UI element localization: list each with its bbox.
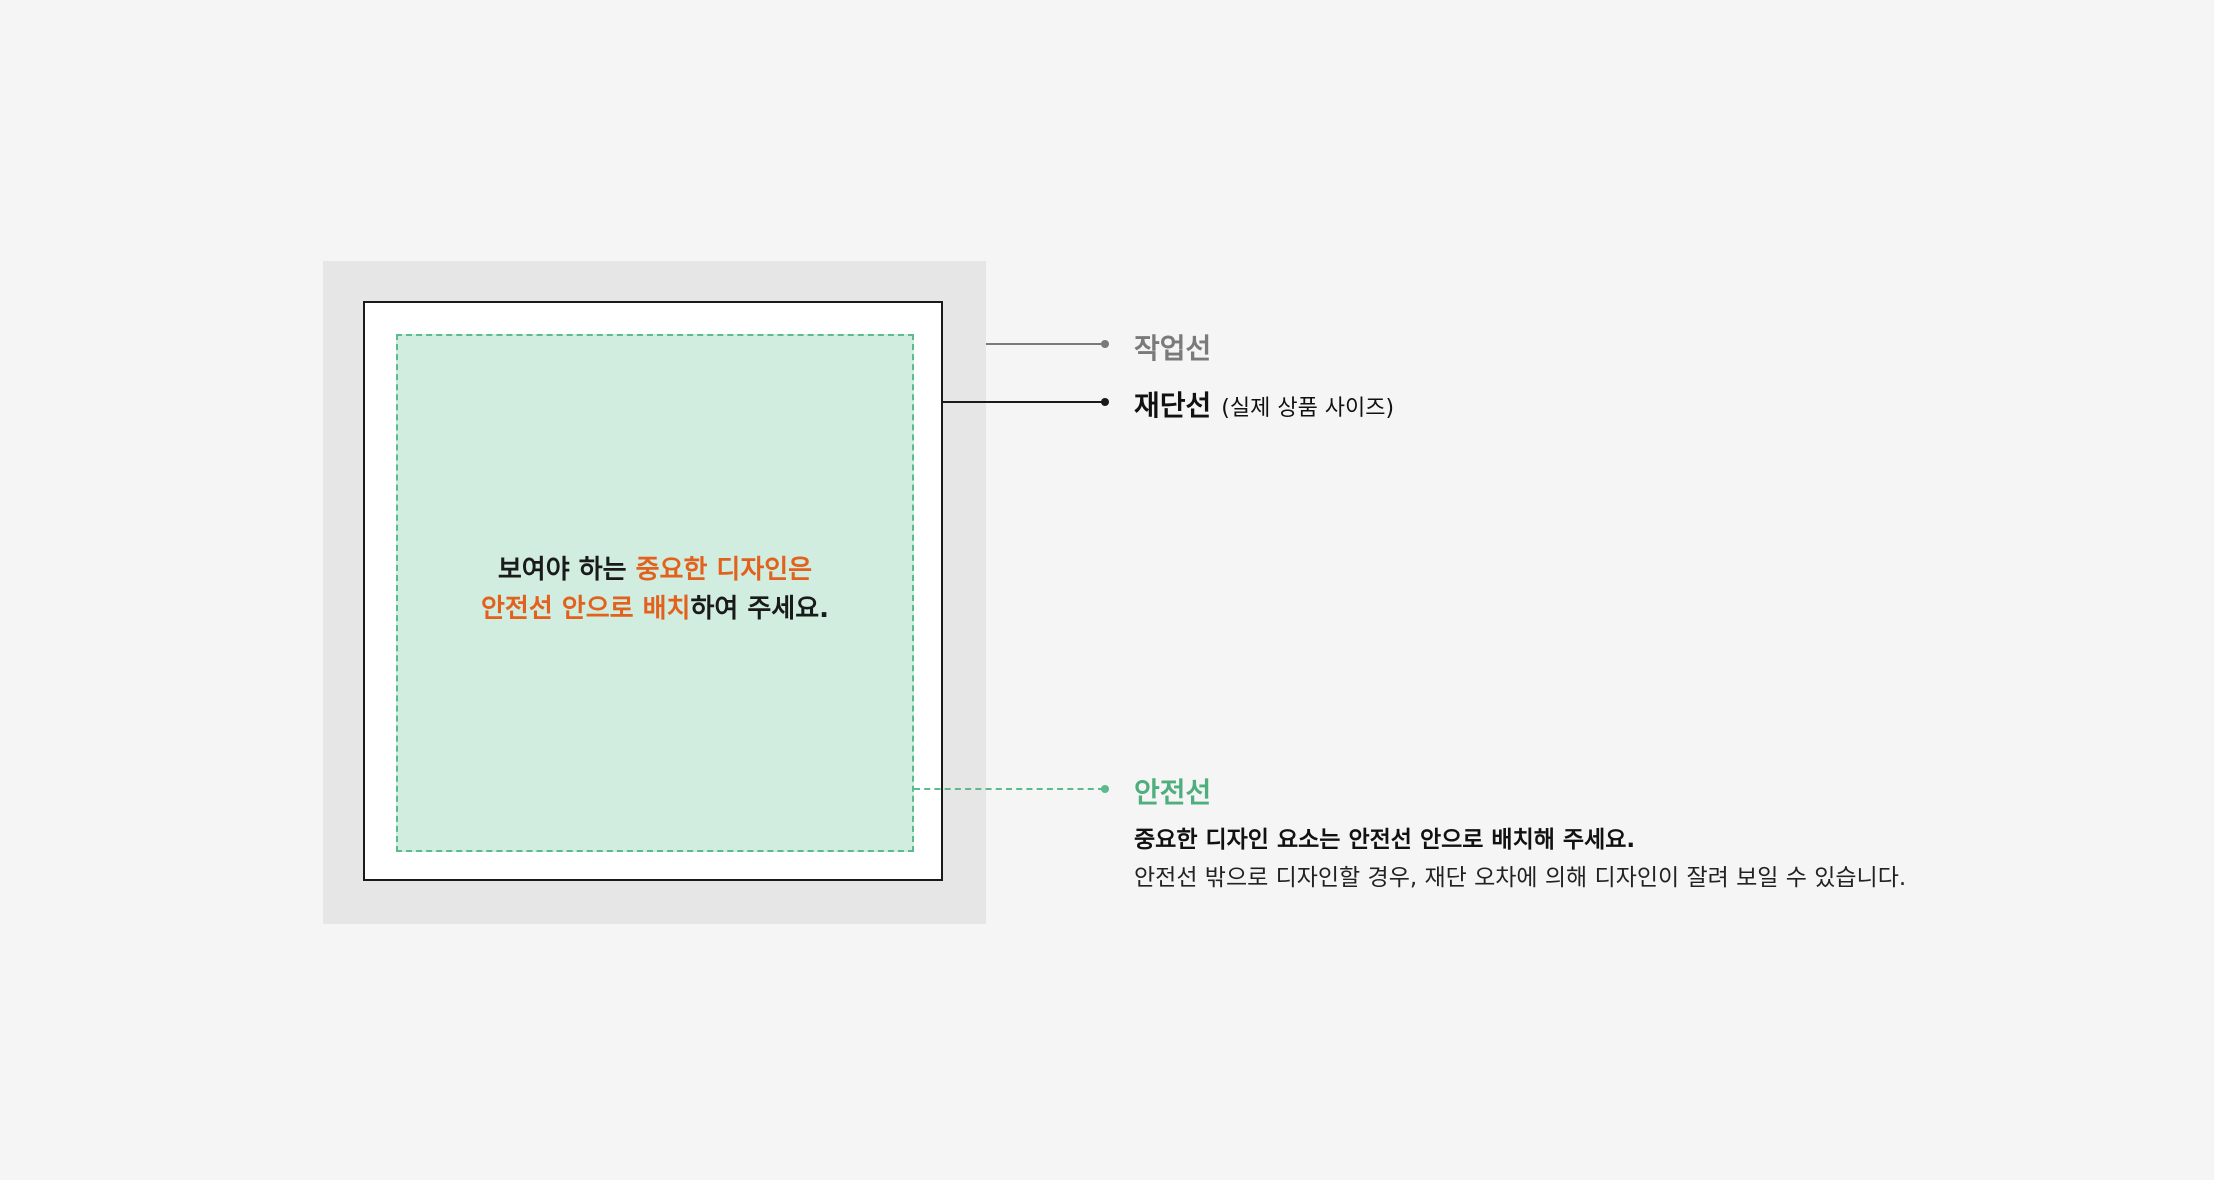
instruction-line-1-prefix: 보여야 하는 xyxy=(497,555,636,585)
trim-line-label: 재단선 (실제 상품 사이즈) xyxy=(1134,384,1394,424)
instruction-line-1: 보여야 하는 중요한 디자인은 xyxy=(396,551,914,590)
work-line-leader-dot xyxy=(1101,340,1109,348)
safe-line-description-bold: 중요한 디자인 요소는 안전선 안으로 배치해 주세요. xyxy=(1134,827,1636,853)
trim-line-label-text: 재단선 xyxy=(1134,389,1212,422)
safe-area-instruction: 보여야 하는 중요한 디자인은 안전선 안으로 배치하여 주세요. xyxy=(396,551,914,629)
instruction-line-2-accent: 안전선 안으로 배치 xyxy=(481,594,691,624)
instruction-line-1-accent: 중요한 디자인은 xyxy=(635,555,813,585)
trim-line-leader xyxy=(943,398,1109,406)
work-line-label: 작업선 xyxy=(1134,332,1212,365)
work-line-leader xyxy=(986,340,1109,348)
safe-line-leader xyxy=(914,785,1109,793)
safe-line-leader-dot xyxy=(1101,785,1109,793)
safe-line-description: 안전선 밖으로 디자인할 경우, 재단 오차에 의해 디자인이 잘려 보일 수 … xyxy=(1134,865,1907,891)
safe-area xyxy=(396,334,914,852)
safe-line-label: 안전선 xyxy=(1134,776,1212,809)
instruction-line-2: 안전선 안으로 배치하여 주세요. xyxy=(396,590,914,629)
trim-line-leader-dot xyxy=(1101,398,1109,406)
instruction-line-2-suffix: 하여 주세요. xyxy=(690,594,829,624)
trim-line-note: (실제 상품 사이즈) xyxy=(1221,396,1395,421)
